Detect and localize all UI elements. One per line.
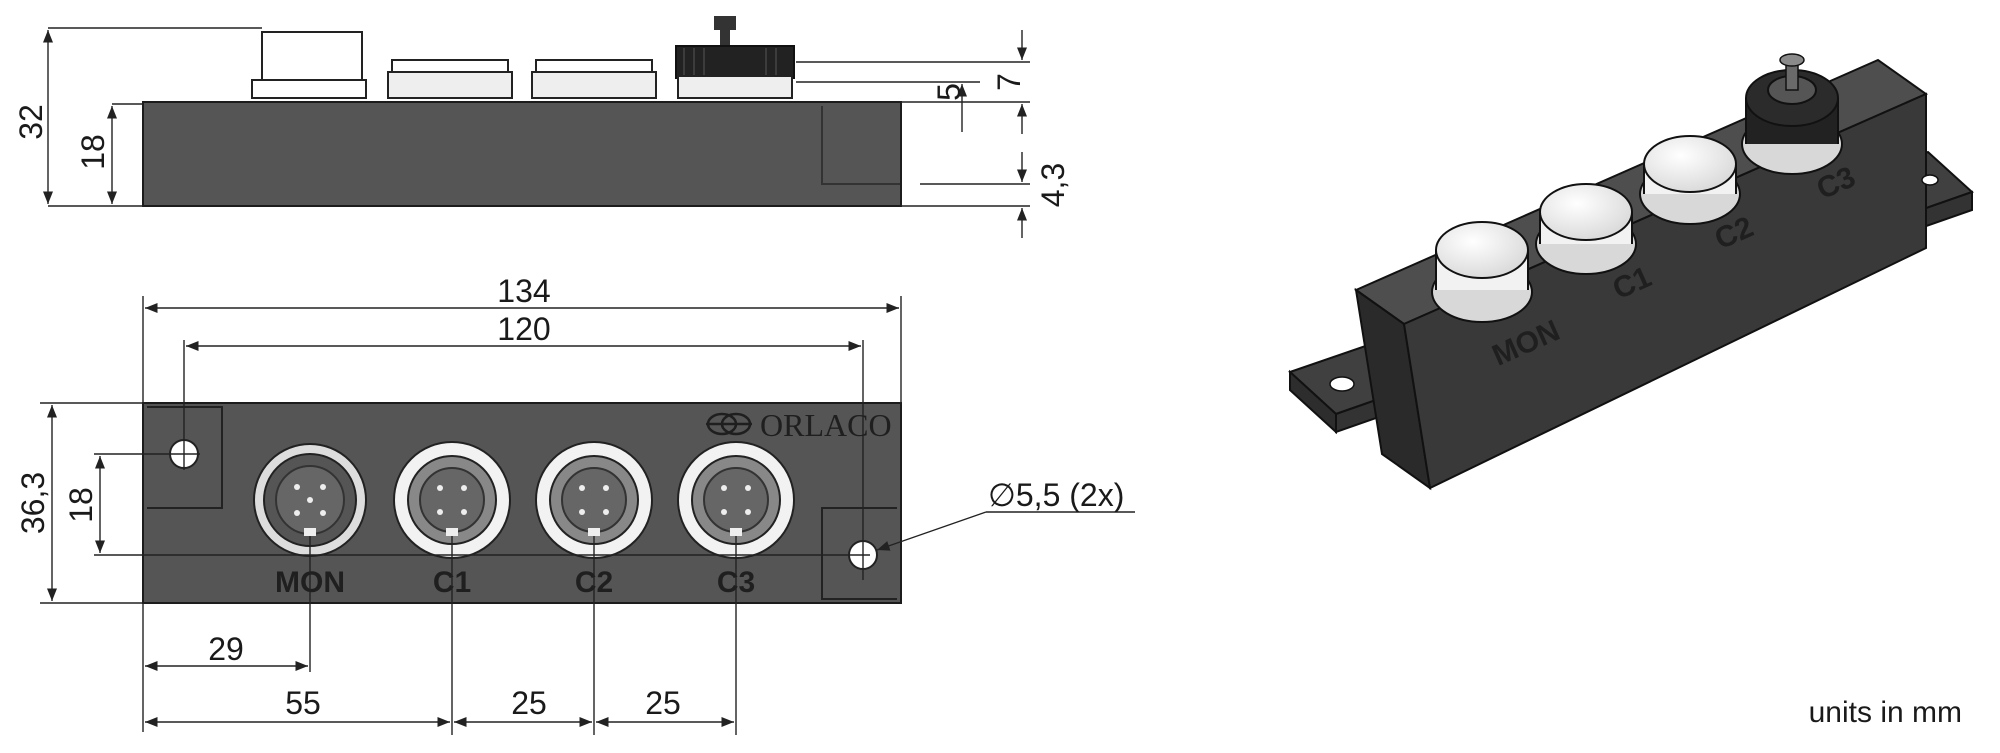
connector-c2 [535, 441, 653, 559]
dim-second-connector: 55 [285, 685, 321, 721]
connector-mon [253, 443, 367, 557]
iso-view: MON C1 C2 C3 [1288, 53, 1974, 491]
front-view: ORLACO [15, 273, 1135, 735]
dim-total-width: 134 [497, 273, 550, 309]
dim-pitch-1: 25 [511, 685, 547, 721]
side-view: 32 18 5 7 4,3 [13, 16, 1071, 238]
orlaco-logo [706, 412, 752, 436]
side-connector-mon [251, 31, 367, 99]
iso-connector-mon [1431, 221, 1533, 323]
side-connector-c3 [675, 16, 795, 99]
iso-mount-hole-right [1921, 174, 1939, 186]
side-connector-c1 [387, 59, 513, 99]
dim-height: 36,3 [15, 472, 51, 534]
connector-c3 [677, 441, 795, 559]
dim-nut-height: 7 [991, 73, 1027, 91]
brand-name: ORLACO [760, 407, 892, 443]
dim-hole-spacing: 120 [497, 311, 550, 347]
dim-overall-height: 32 [13, 104, 49, 140]
dim-first-connector: 29 [208, 631, 244, 667]
dim-hole-diameter: ∅5,5 (2x) [988, 477, 1124, 513]
iso-connector-c3 [1741, 53, 1843, 175]
dim-body-height: 18 [75, 134, 111, 170]
connector-c1 [393, 441, 511, 559]
side-connector-c2 [531, 59, 657, 99]
side-body [142, 101, 902, 207]
dim-hole-vertical: 18 [63, 487, 99, 523]
units-note: units in mm [1809, 696, 1962, 729]
dim-nut-offset: 5 [931, 83, 967, 101]
dim-pitch-2: 25 [645, 685, 681, 721]
iso-body-front [1402, 92, 1927, 490]
iso-mount-hole-left [1329, 376, 1355, 392]
dim-flange-thickness: 4,3 [1035, 163, 1071, 207]
iso-connector-c2 [1639, 135, 1741, 225]
iso-connector-c1 [1535, 183, 1637, 275]
